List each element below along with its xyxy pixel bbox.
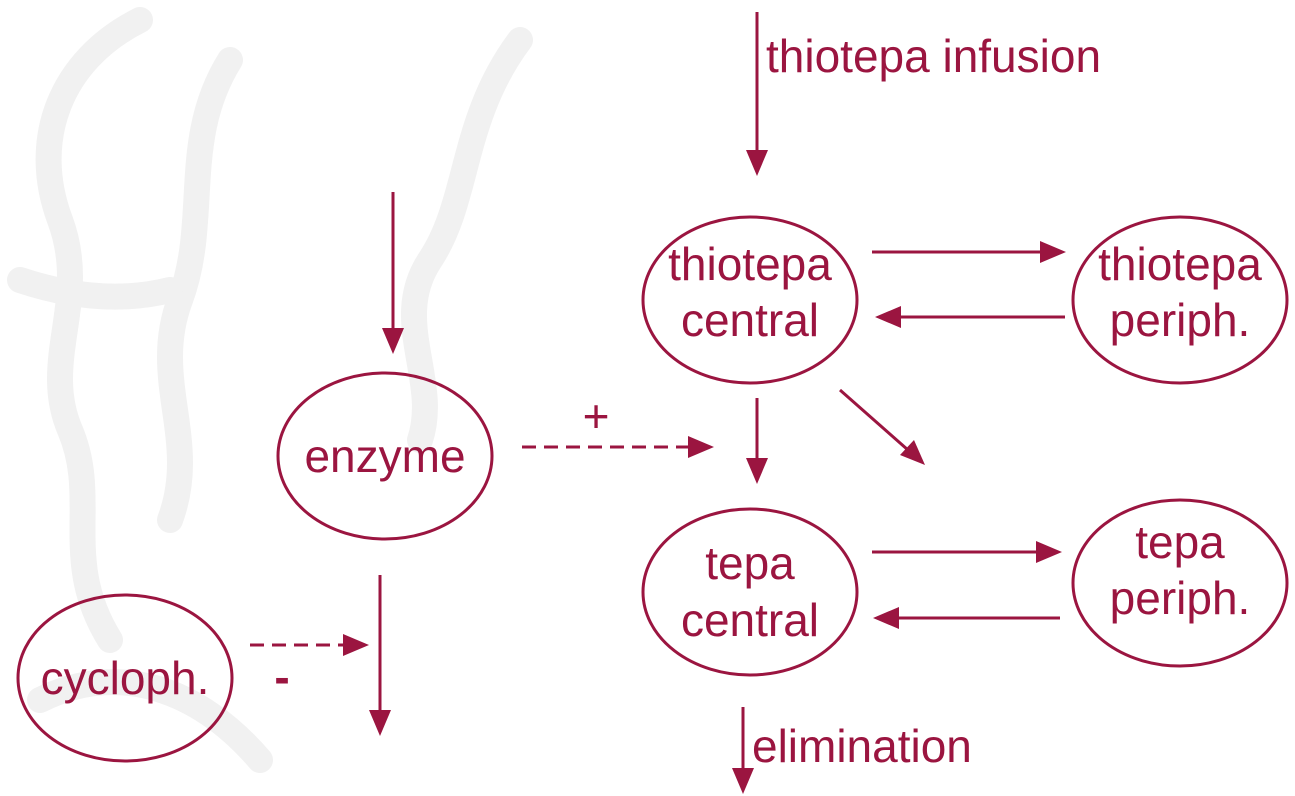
- tepa-central-label-1: tepa: [705, 537, 795, 589]
- tepa-periph-label-1: tepa: [1135, 516, 1225, 568]
- arrow-tepa-central-to-periph: [872, 541, 1062, 563]
- cycloph-label: cycloph.: [41, 652, 210, 704]
- thiotepa-periph-label-2: periph.: [1110, 294, 1251, 346]
- induction-arrow: [522, 436, 714, 458]
- tepa-periph-label-2: periph.: [1110, 572, 1251, 624]
- elimination-label: elimination: [752, 720, 972, 772]
- arrow-thiotepa-central-to-periph: [872, 241, 1066, 263]
- enzyme-synthesis-arrow: [382, 192, 404, 354]
- inhibition-arrow: [250, 634, 369, 656]
- enzyme-label: enzyme: [304, 430, 465, 482]
- arrow-thiotepa-periph-to-central: [875, 306, 1065, 328]
- thiotepa-central-label-2: central: [681, 294, 819, 346]
- thiotepa-periph-label-1: thiotepa: [1098, 238, 1262, 290]
- background-watermark: [20, 20, 520, 760]
- tepa-central-node: [643, 509, 857, 675]
- thiotepa-central-label-1: thiotepa: [668, 238, 832, 290]
- arrow-thiotepa-other-elimination: [840, 390, 925, 465]
- enzyme-degradation-arrow: [369, 575, 391, 736]
- infusion-arrow: [746, 12, 768, 176]
- infusion-label: thiotepa infusion: [766, 30, 1101, 82]
- arrow-tepa-periph-to-central: [873, 607, 1060, 629]
- inhibition-sign: -: [274, 651, 289, 703]
- tepa-central-label-2: central: [681, 594, 819, 646]
- arrow-thiotepa-to-tepa: [746, 398, 768, 484]
- induction-sign: +: [583, 390, 610, 442]
- elimination-arrow: [732, 707, 754, 794]
